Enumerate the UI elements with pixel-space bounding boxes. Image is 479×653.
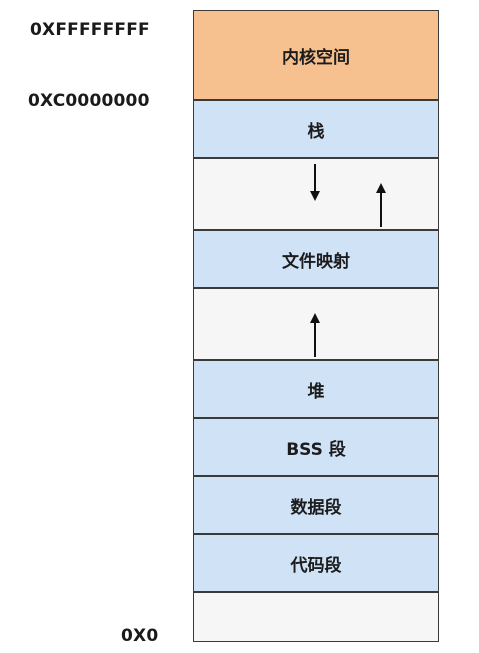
mmap-segment: 文件映射 [193,230,439,288]
data-segment: 数据段 [193,476,439,534]
address-top-label: 0XFFFFFFFF [30,20,150,40]
stack-label: 栈 [307,121,325,142]
code-segment: 代码段 [193,534,439,592]
address-bottom-label: 0X0 [121,626,159,646]
code-label: 代码段 [290,555,342,576]
address-kernel-start-label: 0XC0000000 [28,91,150,111]
heap-label: 堆 [307,381,325,402]
free-region-upper [193,158,439,230]
kernel-space-label: 内核空间 [282,47,350,68]
reserved-region [193,592,439,642]
data-label: 数据段 [290,497,342,518]
free-region-lower [193,288,439,360]
stack-segment: 栈 [193,100,439,158]
mmap-label: 文件映射 [282,251,350,272]
bss-segment: BSS 段 [193,418,439,476]
bss-label: BSS 段 [286,439,346,460]
heap-segment: 堆 [193,360,439,418]
kernel-space-segment: 内核空间 [193,10,439,100]
